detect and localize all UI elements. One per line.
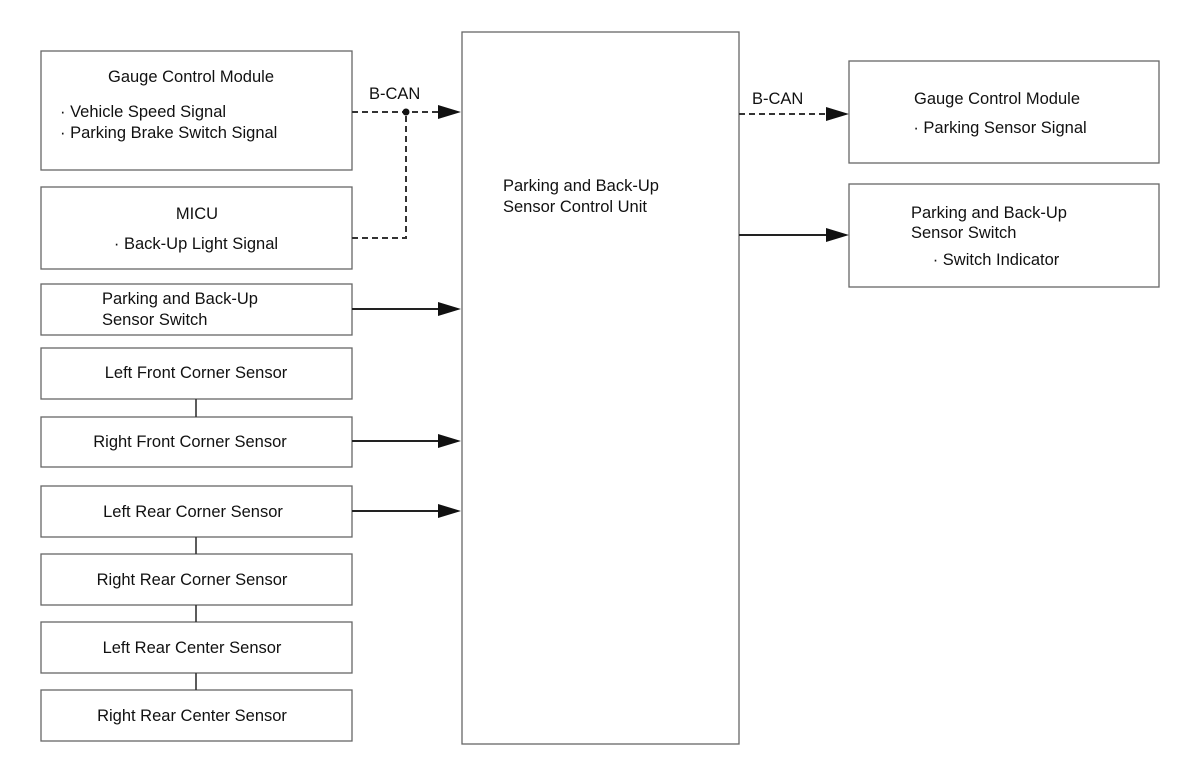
- gauge-input-item-speed: · Vehicle Speed Signal: [60, 103, 226, 121]
- front-sensors-arrowhead: [438, 434, 461, 448]
- sensor-left-rear-center-block: Left Rear Center Sensor: [40, 621, 353, 674]
- sensor-right-rear-corner-block: Right Rear Corner Sensor: [40, 553, 353, 606]
- control-unit-line-1: Parking and Back-Up: [503, 177, 659, 195]
- bcan-output-bus: B-CAN: [739, 90, 849, 121]
- sensor-label: Right Rear Center Sensor: [97, 707, 287, 725]
- bcan-output-arrowhead: [826, 107, 849, 121]
- control-unit-block: Parking and Back-Up Sensor Control Unit: [461, 31, 740, 745]
- sensor-left-rear-corner-block: Left Rear Corner Sensor: [40, 485, 353, 538]
- switch-output-item-indicator: · Switch Indicator: [933, 251, 1060, 269]
- sensor-label: Left Front Corner Sensor: [105, 364, 288, 382]
- sensor-label: Right Rear Corner Sensor: [97, 571, 288, 589]
- micu-block: MICU · Back-Up Light Signal: [40, 186, 353, 270]
- sensor-switch-output-block: Parking and Back-Up Sensor Switch · Swit…: [848, 183, 1160, 288]
- bcan-input-bus: B-CAN: [352, 85, 461, 239]
- switch-input-line-1: Parking and Back-Up: [102, 290, 258, 308]
- gauge-input-title: Gauge Control Module: [108, 68, 274, 86]
- control-unit-line-2: Sensor Control Unit: [503, 198, 647, 216]
- switch-output-arrow: [739, 228, 849, 242]
- bcan-micu-branch: [352, 112, 407, 239]
- gauge-control-module-input-block: Gauge Control Module · Vehicle Speed Sig…: [40, 50, 353, 171]
- switch-output-arrowhead: [826, 228, 849, 242]
- sensor-right-rear-center-block: Right Rear Center Sensor: [40, 689, 353, 742]
- bcan-input-label: B-CAN: [369, 85, 420, 103]
- switch-output-line-1: Parking and Back-Up: [911, 204, 1067, 222]
- rear-sensors-arrowhead: [438, 504, 461, 518]
- switch-output-line-2: Sensor Switch: [911, 224, 1016, 242]
- input-arrows: [352, 302, 461, 518]
- switch-input-line-2: Sensor Switch: [102, 311, 207, 329]
- sensor-right-front-corner-block: Right Front Corner Sensor: [40, 416, 353, 468]
- gauge-control-module-output-block: Gauge Control Module · Parking Sensor Si…: [848, 60, 1160, 164]
- sensor-label: Left Rear Corner Sensor: [103, 503, 283, 521]
- micu-title: MICU: [176, 205, 218, 223]
- switch-input-arrowhead: [438, 302, 461, 316]
- sensor-left-front-corner-block: Left Front Corner Sensor: [40, 347, 353, 400]
- gauge-input-item-brake: · Parking Brake Switch Signal: [60, 124, 277, 142]
- sensor-label: Right Front Corner Sensor: [93, 433, 287, 451]
- gauge-output-title: Gauge Control Module: [914, 90, 1080, 108]
- bcan-junction-dot: [402, 108, 410, 116]
- bcan-output-label: B-CAN: [752, 90, 803, 108]
- gauge-output-item-parking-sensor: · Parking Sensor Signal: [913, 119, 1086, 137]
- sensor-switch-input-block: Parking and Back-Up Sensor Switch: [40, 283, 353, 336]
- micu-item-backup-light: · Back-Up Light Signal: [114, 235, 278, 253]
- bcan-input-arrowhead: [438, 105, 461, 119]
- sensor-label: Left Rear Center Sensor: [103, 639, 282, 657]
